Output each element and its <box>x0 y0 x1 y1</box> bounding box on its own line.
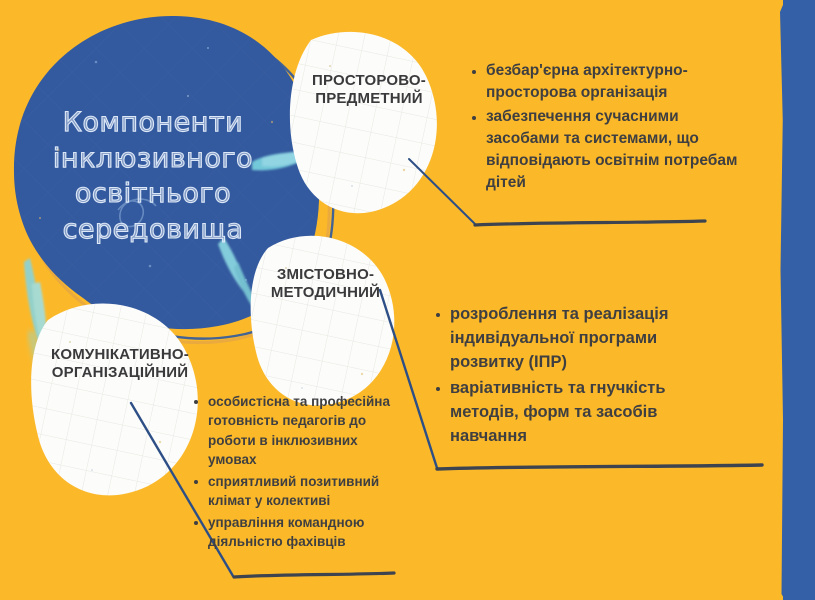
list-item: сприятливий позитивний клімат у колектив… <box>192 472 407 511</box>
title-line-4: середовища <box>62 213 244 245</box>
circle-label-zmistovno-metodychnyi: ЗМІСТОВНО- МЕТОДИЧНИЙ <box>243 266 408 303</box>
list-item: безбар'єрна архітектурно-просторова орга… <box>470 60 750 104</box>
page-title: Компоненти інклюзивного освітнього серед… <box>28 105 278 248</box>
connector-komunikatyvno <box>129 401 235 578</box>
circle-label-prostorovo-predmetnyi: ПРОСТОРОВО- ПРЕДМЕТНИЙ <box>294 72 444 109</box>
title-line-2: інклюзивного <box>52 142 254 174</box>
list-item: особистісна та професійна готовність пед… <box>192 392 407 470</box>
connector-prostorovo <box>408 158 476 225</box>
circle-label-komunikatyvno-orhanizatsiinyi: КОМУНІКАТИВНО- ОРГАНІЗАЦІЙНИЙ <box>20 346 220 383</box>
circle-komunikatyvno-orhanizatsiinyi <box>31 303 198 496</box>
circle-label-line: ПРОСТОРОВО- <box>312 72 426 89</box>
title-line-1: Компоненти <box>62 106 244 138</box>
title-line-3: освітнього <box>74 178 232 210</box>
list-item: розроблення та реалізація індивідуальної… <box>434 303 734 375</box>
circle-label-line: ЗМІСТОВНО- <box>276 266 375 283</box>
circle-zmistovno-metodychnyi <box>250 235 395 406</box>
connector-lines <box>129 158 476 578</box>
list-item: управління командною діяльністю фахівців <box>192 513 407 552</box>
underlines <box>232 219 764 579</box>
bullet-list-zmistovno-metodychnyi: розроблення та реалізація індивідуальної… <box>434 303 734 451</box>
blue-blob <box>13 15 320 330</box>
list-item: варіативність та гнучкість методів, форм… <box>434 377 734 449</box>
circle-label-line: ОРГАНІЗАЦІЙНИЙ <box>51 364 189 382</box>
bullet-list-komunikatyvno-orhanizatsiinyi: особистісна та професійна готовність пед… <box>192 392 407 554</box>
underline-1 <box>473 219 707 227</box>
right-edge-blue-strip <box>783 0 815 600</box>
circle-prostorovo-predmetnyi <box>289 31 437 214</box>
circle-label-line: КОМУНІКАТИВНО- <box>51 346 189 363</box>
underline-2 <box>435 463 764 471</box>
list-item: забезпечення сучасними засобами та систе… <box>470 106 750 194</box>
underline-3 <box>232 571 396 579</box>
circle-label-line: ПРЕДМЕТНИЙ <box>315 90 423 108</box>
bullet-list-prostorovo-predmetnyi: безбар'єрна архітектурно-просторова орга… <box>470 60 750 196</box>
circle-label-line: МЕТОДИЧНИЙ <box>270 284 381 302</box>
script-flourish <box>117 198 157 228</box>
connector-zmistovno <box>378 288 439 470</box>
